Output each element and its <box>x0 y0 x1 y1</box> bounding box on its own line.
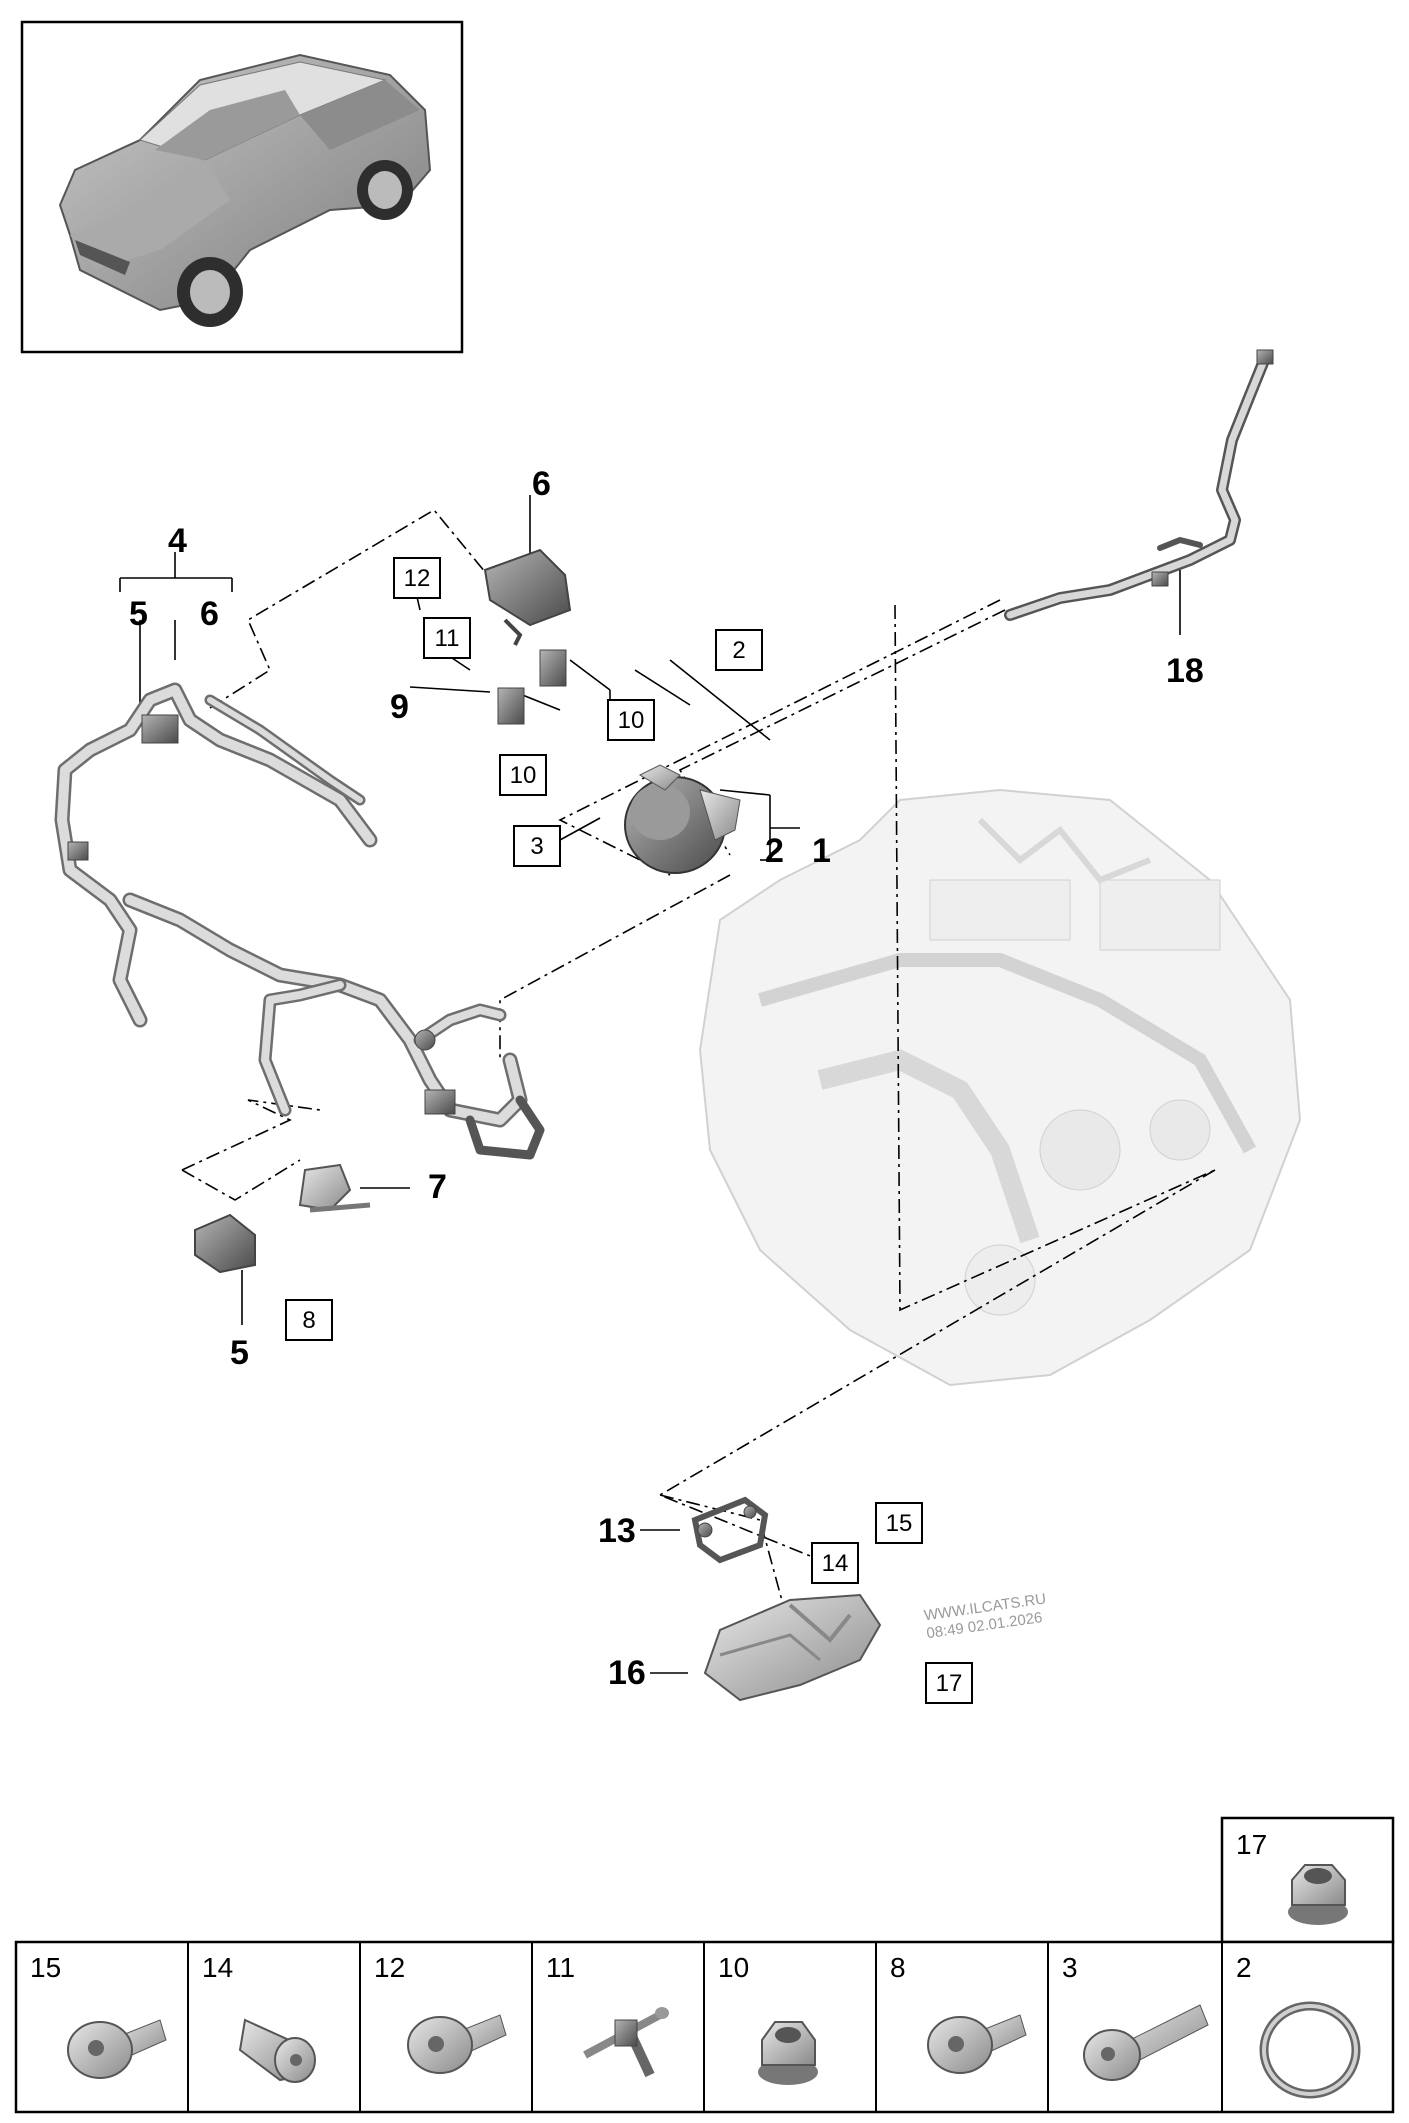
box-15: 15 <box>886 1510 913 1537</box>
hardware-num-12: 12 <box>374 1952 405 1983</box>
flange-bolt-icon <box>67 2019 167 2079</box>
callout-6-left: 6 <box>200 595 219 633</box>
oil-pan-cover-part <box>703 1593 882 1702</box>
engine-block-image <box>698 788 1302 1387</box>
callout-6-top: 6 <box>532 465 551 503</box>
callout-leaders <box>119 495 1181 1674</box>
callout-7: 7 <box>428 1168 447 1206</box>
vacuum-line-part <box>1004 349 1274 621</box>
box-10-left: 10 <box>510 762 537 789</box>
callout-numbers: 4 5 6 6 9 2 1 18 7 5 13 16 <box>129 465 1204 1692</box>
box-11: 11 <box>435 625 460 652</box>
callout-9: 9 <box>390 688 409 726</box>
double-stud-icon <box>583 2007 669 2078</box>
box-12: 12 <box>404 565 431 592</box>
wiring-harness <box>54 682 545 1160</box>
hardware-num-11: 11 <box>546 1952 575 1983</box>
hardware-table: 17 15 14 12 11 <box>14 1816 1395 2114</box>
hardware-num-2: 2 <box>1236 1952 1252 1983</box>
box-2: 2 <box>732 637 745 664</box>
box-10-right: 10 <box>618 707 645 734</box>
hardware-num-3: 3 <box>1062 1952 1078 1983</box>
callout-5-lower: 5 <box>230 1334 249 1372</box>
callout-2: 2 <box>765 832 784 870</box>
callout-1: 1 <box>812 832 831 870</box>
stud-bolt-icon <box>238 2018 316 2083</box>
boxed-references: 12 11 2 10 10 3 8 15 14 17 <box>285 557 973 1704</box>
callout-4: 4 <box>168 522 187 560</box>
leader-lines <box>181 508 1216 1631</box>
hardware-num-17: 17 <box>1236 1829 1267 1860</box>
vehicle-thumbnail <box>20 20 464 354</box>
watermark: WWW.ILCATS.RU 08:49 02.01.2026 <box>923 1590 1047 1642</box>
hardware-num-15: 15 <box>30 1952 61 1983</box>
hardware-num-14: 14 <box>202 1952 233 1983</box>
suv-image <box>58 53 432 327</box>
callout-13: 13 <box>598 1512 636 1550</box>
long-bolt-icon <box>1083 2004 1209 2081</box>
hardware-num-8: 8 <box>890 1952 906 1983</box>
box-3: 3 <box>530 833 543 860</box>
flange-bolt-icon <box>927 2014 1027 2074</box>
callout-16: 16 <box>608 1654 646 1692</box>
box-17: 17 <box>936 1670 963 1697</box>
callout-5-upper: 5 <box>129 595 148 633</box>
actuator-connector-part <box>483 548 572 725</box>
flange-nut-icon <box>1288 1864 1348 1925</box>
flange-nut-icon <box>758 2021 818 2085</box>
harness-connectors <box>67 714 456 1115</box>
hardware-num-10: 10 <box>718 1952 749 1983</box>
sealing-ring-icon <box>1259 2001 1361 2099</box>
box-8: 8 <box>302 1307 315 1334</box>
box-14: 14 <box>822 1550 849 1577</box>
callout-18: 18 <box>1166 652 1204 690</box>
flange-bolt-icon <box>407 2014 507 2074</box>
vacuum-pump-part <box>624 764 741 874</box>
bracket-part <box>691 1496 769 1564</box>
lower-connector-part <box>194 1163 371 1274</box>
